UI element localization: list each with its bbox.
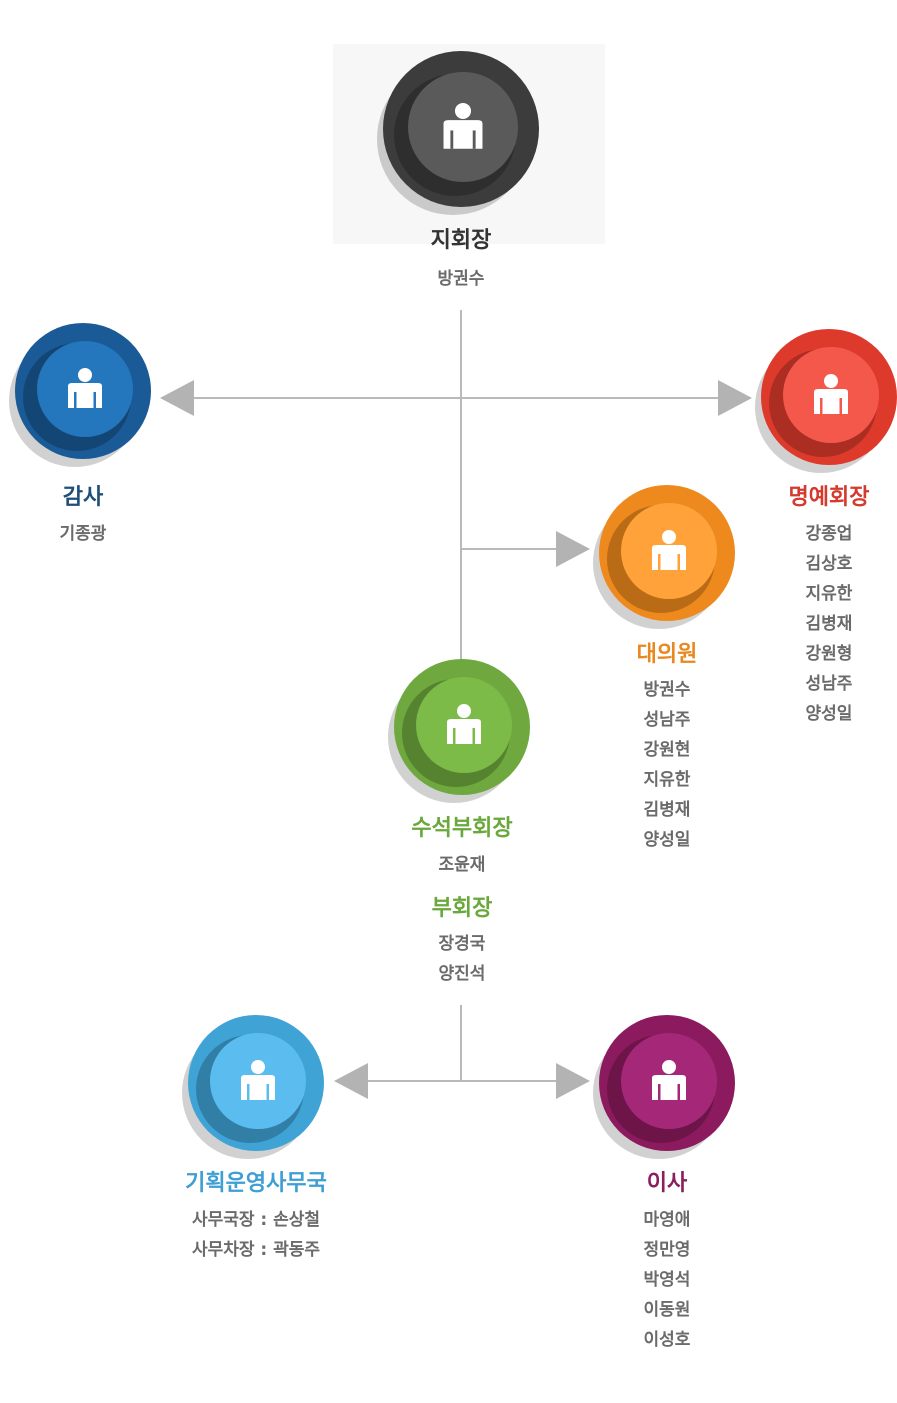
- arrow-right-directors: [556, 1063, 590, 1099]
- auditor-avatar: [9, 323, 151, 467]
- vp-title: 부회장: [431, 896, 493, 921]
- directors-title: 이사: [646, 1171, 688, 1196]
- delegates-title: 대의원: [636, 642, 698, 667]
- person-icon: [814, 374, 848, 414]
- member-name: 지유한: [805, 584, 853, 604]
- member-name: 양진석: [438, 964, 486, 984]
- arrow-right-delegates: [556, 531, 590, 567]
- member-name: 김상호: [805, 554, 853, 574]
- member-name: 방권수: [643, 680, 691, 700]
- member-name: 성남주: [643, 710, 691, 730]
- member-name: 정만영: [643, 1240, 691, 1260]
- senior-vp-members: 조윤재: [332, 850, 592, 880]
- senior-vp-title: 수석부회장: [411, 816, 513, 841]
- member-name: 사무차장 : 곽동주: [191, 1240, 321, 1260]
- member-name: 강원현: [643, 740, 691, 760]
- arrow-right-honorary: [718, 380, 752, 416]
- planning-avatar: [182, 1015, 324, 1159]
- planning-title: 기획운영사무국: [185, 1171, 327, 1196]
- person-icon: [443, 102, 483, 149]
- member-name: 강원형: [805, 644, 853, 664]
- member-name: 지유한: [643, 770, 691, 790]
- chairman-avatar: [377, 51, 539, 215]
- member-name: 김병재: [805, 614, 853, 634]
- honorary-title: 명예회장: [788, 485, 870, 510]
- member-name: 박영석: [643, 1270, 691, 1290]
- member-name: 이동원: [643, 1300, 691, 1320]
- arrow-left-auditor: [160, 380, 194, 416]
- chairman-title: 지회장: [430, 228, 492, 253]
- member-name: 장경국: [438, 934, 486, 954]
- member-name: 이성호: [643, 1330, 691, 1350]
- member-name: 마영애: [643, 1210, 691, 1230]
- person-icon: [68, 368, 102, 408]
- member-name: 기종광: [59, 524, 107, 544]
- arrow-left-planning: [334, 1063, 368, 1099]
- member-name: 조윤재: [438, 855, 486, 875]
- person-icon: [447, 704, 481, 744]
- honorary-avatar: [755, 329, 897, 473]
- member-name: 사무국장 : 손상철: [191, 1210, 321, 1230]
- auditor-title: 감사: [62, 485, 104, 510]
- chairman-members: 방권수: [331, 264, 591, 294]
- member-name: 양성일: [643, 830, 691, 850]
- directors-avatar: [593, 1015, 735, 1159]
- senior-vp-avatar: [388, 659, 530, 803]
- person-icon: [652, 1060, 686, 1100]
- member-name: 성남주: [805, 674, 853, 694]
- member-name: 강종업: [805, 524, 853, 544]
- member-name: 방권수: [437, 269, 485, 289]
- person-icon: [652, 530, 686, 570]
- member-name: 김병재: [643, 800, 691, 820]
- auditor-members: 기종광: [0, 519, 213, 549]
- delegates-avatar: [593, 485, 735, 629]
- member-name: 양성일: [805, 704, 853, 724]
- person-icon: [241, 1060, 275, 1100]
